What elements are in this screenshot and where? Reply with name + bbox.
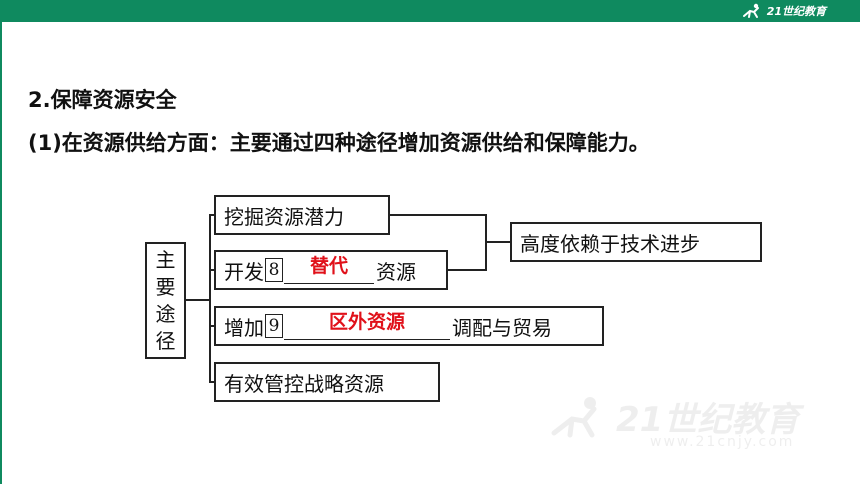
left-accent-rule — [0, 22, 2, 484]
blank-number: 8 — [265, 258, 283, 282]
connector — [209, 214, 211, 383]
blank-number: 9 — [265, 314, 283, 338]
pathway-prefix: 增加 — [224, 315, 264, 340]
result-box: 高度依赖于技术进步 — [510, 222, 762, 262]
pathway-text: 有效管控战略资源 — [224, 371, 384, 396]
watermark-url: www.21cnjy.com — [650, 434, 795, 450]
brand-logo: 21世纪教育 — [741, 3, 826, 19]
pathway-box-1: 挖掘资源潜力 — [214, 195, 390, 235]
pathway-suffix: 资源 — [376, 259, 416, 284]
section-subheading: (1)在资源供给方面：主要通过四种途径增加资源供给和保障能力。 — [28, 131, 650, 155]
fill-blank: 区外资源 — [284, 311, 450, 340]
connector — [209, 214, 214, 216]
watermark-text: 21世纪教育 — [616, 400, 800, 440]
connector — [448, 269, 486, 271]
answer-text: 区外资源 — [328, 310, 405, 333]
pathway-suffix: 调配与贸易 — [452, 315, 552, 340]
main-char: 径 — [155, 328, 176, 353]
pathway-box-4: 有效管控战略资源 — [214, 362, 440, 402]
main-char: 途 — [155, 301, 176, 326]
pathway-text: 挖掘资源潜力 — [224, 204, 344, 229]
connector — [485, 241, 511, 243]
answer-text: 替代 — [309, 254, 348, 277]
result-text: 高度依赖于技术进步 — [520, 231, 700, 256]
fill-blank: 替代 — [284, 255, 374, 284]
top-banner: 21世纪教育 — [0, 0, 860, 22]
main-pathways-box: 主 要 途 径 — [145, 242, 186, 359]
main-char: 要 — [155, 274, 176, 299]
connector — [186, 299, 210, 301]
watermark-logo: 21世纪教育 — [548, 392, 799, 441]
pathway-prefix: 开发 — [224, 259, 264, 284]
logo-text: 21世纪教育 — [766, 5, 826, 18]
connector — [209, 381, 214, 383]
main-char: 主 — [155, 247, 176, 272]
runner-icon — [742, 3, 759, 18]
connector — [209, 269, 214, 271]
section-heading: 2.保障资源安全 — [28, 88, 177, 112]
runner-icon — [551, 396, 597, 437]
connector — [209, 325, 214, 327]
connector — [390, 214, 486, 216]
